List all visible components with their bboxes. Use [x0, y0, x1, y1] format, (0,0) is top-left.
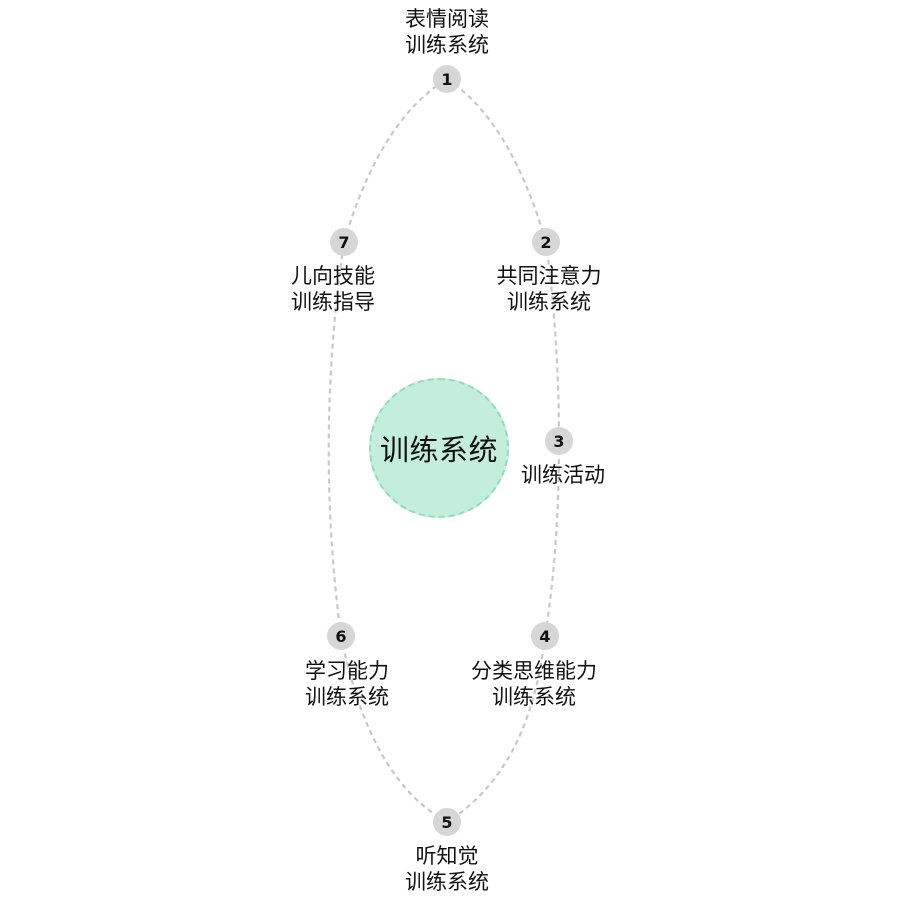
node-3-line1: 训练活动	[521, 463, 605, 487]
node-7-badge: 7	[330, 228, 358, 256]
node-3-label: 训练活动	[521, 462, 605, 488]
node-1-badge: 1	[433, 65, 461, 93]
node-4-line2: 训练系统	[492, 685, 576, 709]
node-2-number: 2	[540, 232, 552, 252]
node-5-line1: 听知觉	[415, 844, 479, 868]
node-5-number: 5	[441, 812, 453, 832]
node-4-badge: 4	[531, 622, 559, 650]
node-3-number: 3	[553, 431, 565, 451]
node-7-line1: 儿向技能	[291, 264, 375, 288]
node-6-label: 学习能力 训练系统	[305, 658, 389, 710]
node-5-line2: 训练系统	[405, 870, 489, 894]
node-2-badge: 2	[532, 228, 560, 256]
node-5-badge: 5	[433, 808, 461, 836]
node-6-number: 6	[335, 626, 347, 646]
node-4-label: 分类思维能力 训练系统	[471, 658, 597, 710]
node-3-badge: 3	[545, 427, 573, 455]
node-4-number: 4	[539, 626, 551, 646]
node-2-line2: 训练系统	[507, 290, 591, 314]
node-6-badge: 6	[327, 622, 355, 650]
connector-1-2	[446, 78, 548, 243]
center-label: 训练系统	[379, 433, 498, 467]
node-2-line1: 共同注意力	[496, 264, 602, 288]
node-7-label: 儿向技能 训练指导	[291, 263, 375, 315]
node-7-line2: 训练指导	[291, 290, 375, 314]
node-1-number: 1	[441, 69, 453, 89]
node-1-line2: 训练系统	[405, 33, 489, 57]
node-1-label: 表情阅读 训练系统	[405, 6, 489, 58]
node-2-label: 共同注意力 训练系统	[497, 263, 602, 315]
node-1-line1: 表情阅读	[405, 7, 489, 31]
connector-7-1	[342, 78, 448, 243]
node-6-line1: 学习能力	[305, 659, 389, 683]
center-node: 训练系统	[369, 378, 509, 518]
node-5-label: 听知觉 训练系统	[405, 843, 489, 895]
node-4-line1: 分类思维能力	[471, 659, 597, 683]
node-7-number: 7	[338, 232, 350, 252]
node-6-line2: 训练系统	[305, 685, 389, 709]
